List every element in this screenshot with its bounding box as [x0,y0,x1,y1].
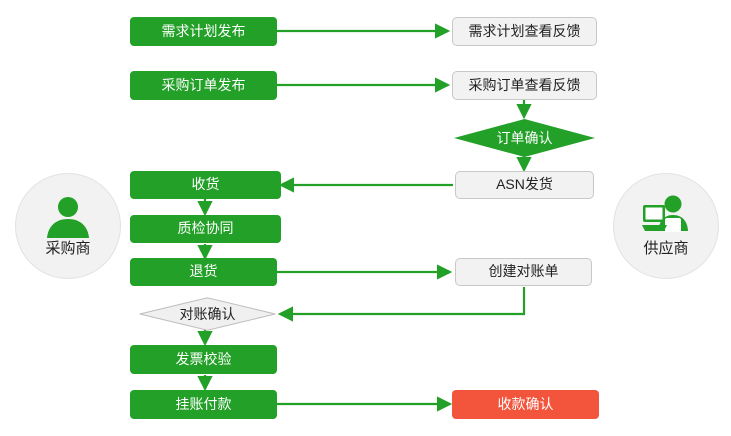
node-payable-payment[interactable]: 挂账付款 [130,390,277,419]
node-goods-return-label: 退货 [189,263,218,280]
node-asn-shipment-label: ASN发货 [496,176,553,193]
actor-supplier-label: 供应商 [643,240,689,257]
node-demand-plan-publish[interactable]: 需求计划发布 [130,17,277,46]
node-demand-plan-feedback[interactable]: 需求计划查看反馈 [452,17,597,46]
node-payable-payment-label: 挂账付款 [175,395,232,412]
actor-buyer-label: 采购商 [45,240,91,257]
person-icon [47,197,89,238]
node-receipt-confirm-label: 收款确认 [497,395,554,412]
node-order-confirm[interactable]: 订单确认 [454,119,595,157]
node-create-statement-label: 创建对账单 [488,263,559,280]
node-purchase-order-feedback[interactable]: 采购订单查看反馈 [452,71,597,100]
node-purchase-order-publish-label: 采购订单发布 [161,76,246,93]
actor-supplier[interactable]: 供应商 [613,173,719,279]
edge-create-statement-to-statement-confirm [277,287,526,322]
actor-buyer[interactable]: 采购商 [15,173,121,279]
node-invoice-verify[interactable]: 发票校验 [130,345,277,374]
node-statement-confirm[interactable]: 对账确认 [139,297,276,331]
node-quality-inspection[interactable]: 质检协同 [130,215,281,243]
node-goods-receipt[interactable]: 收货 [130,171,281,199]
node-goods-return[interactable]: 退货 [130,258,277,286]
node-purchase-order-publish[interactable]: 采购订单发布 [130,71,277,100]
node-order-confirm-label: 订单确认 [496,130,553,146]
node-goods-receipt-label: 收货 [191,176,220,193]
node-invoice-verify-label: 发票校验 [175,350,232,367]
node-create-statement[interactable]: 创建对账单 [455,258,592,286]
node-purchase-order-feedback-label: 采购订单查看反馈 [468,76,581,93]
person-at-computer-icon [642,195,688,232]
node-demand-plan-publish-label: 需求计划发布 [161,22,246,39]
node-receipt-confirm[interactable]: 收款确认 [452,390,599,419]
node-demand-plan-feedback-label: 需求计划查看反馈 [468,22,581,39]
diamond-shape-gray [139,297,276,331]
diamond-shape-green [454,119,595,157]
node-statement-confirm-label: 对账确认 [179,306,236,322]
node-asn-shipment[interactable]: ASN发货 [455,171,594,199]
node-quality-inspection-label: 质检协同 [177,220,234,237]
